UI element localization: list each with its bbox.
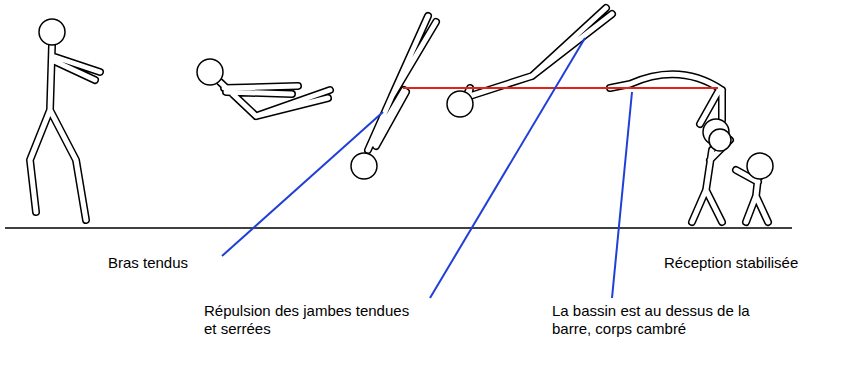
gymnast-heads [39,19,773,179]
annotation-label: La bassin est au dessus de la barre, cor… [552,302,767,338]
annotation-label: Répulsion des jambes tendues et serrées [204,302,419,338]
annotation-label: Réception stabilisée [664,254,798,272]
annotation-label: Bras tendus [108,254,188,272]
gymnast-figures [30,8,768,222]
ground-line [5,227,792,229]
leader-lines [222,38,632,298]
bar-line [403,87,718,89]
